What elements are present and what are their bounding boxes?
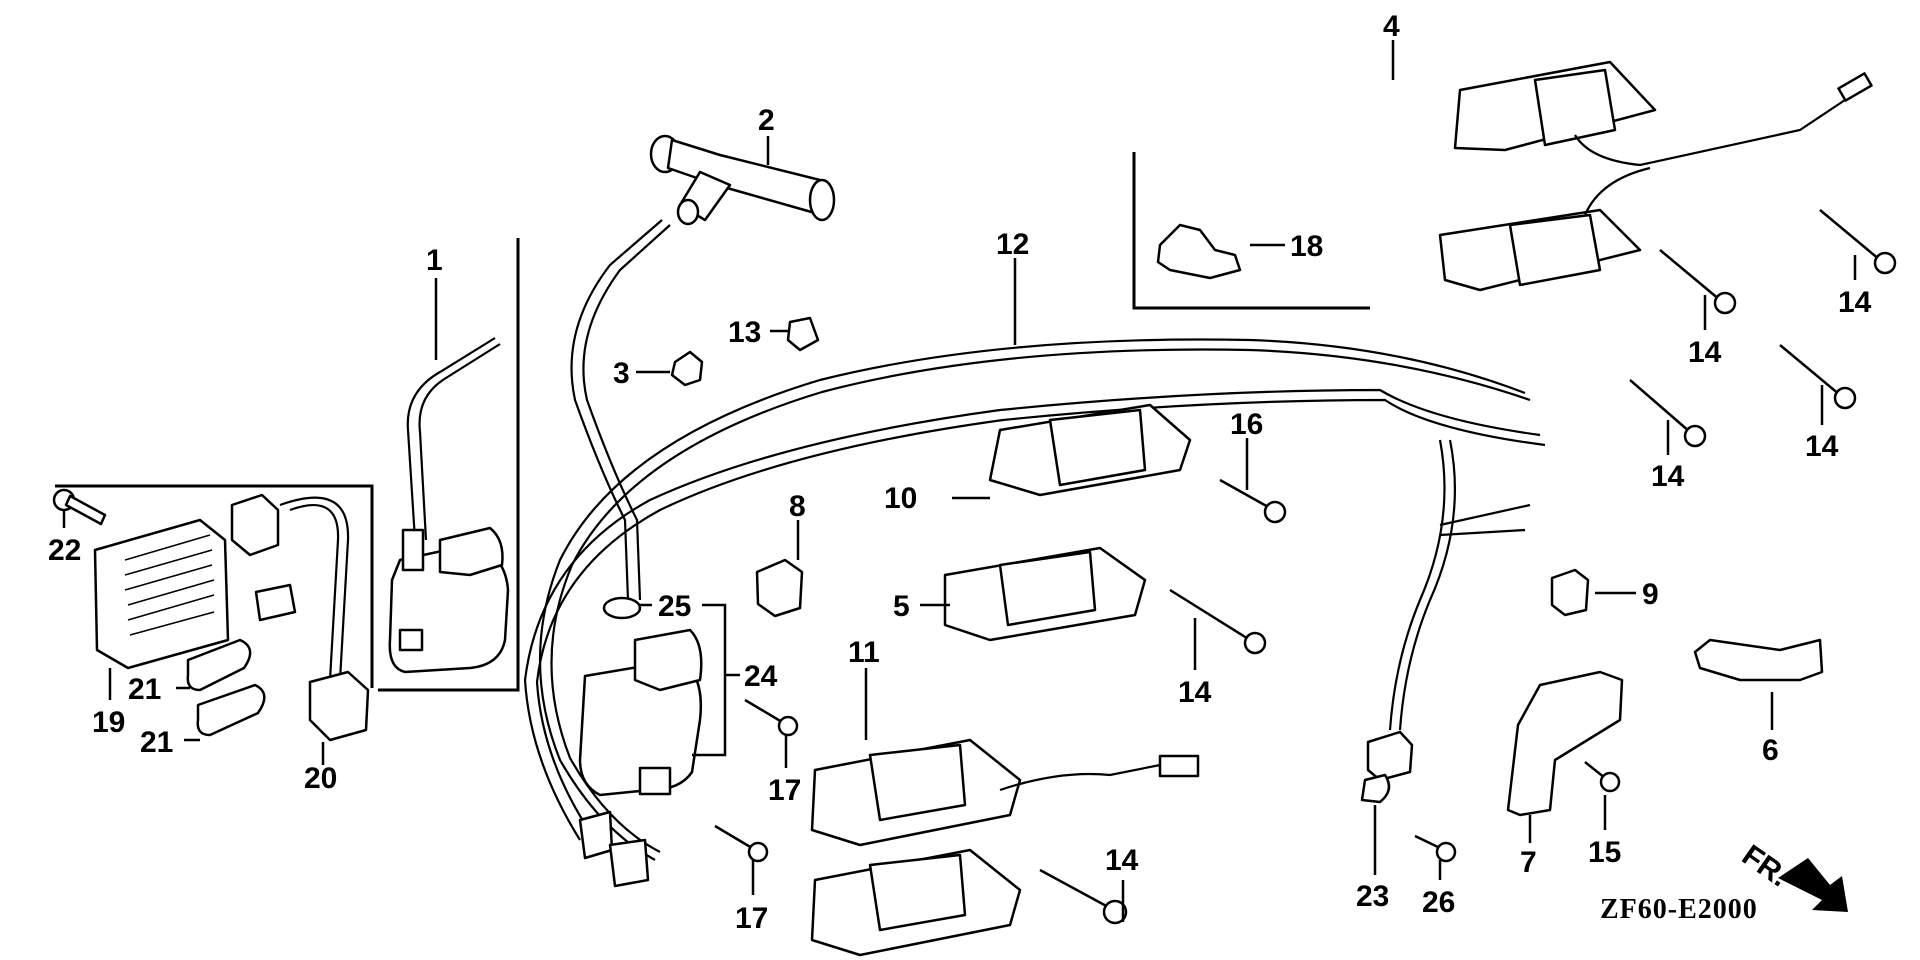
part-bolt-14e[interactable] — [1169, 588, 1267, 655]
callout-labels: 1 2 3 4 5 6 7 8 9 10 11 12 13 14 14 14 1… — [48, 10, 1872, 935]
part-bolt-17a[interactable] — [744, 698, 799, 737]
part-bolt-26[interactable] — [1414, 834, 1457, 863]
callout-14d[interactable]: 14 — [1651, 460, 1685, 493]
callout-10[interactable]: 10 — [884, 482, 917, 515]
part-exciter-coil-11[interactable] — [810, 738, 1200, 957]
part-grommet-8[interactable] — [755, 558, 804, 618]
callout-11[interactable]: 11 — [848, 636, 880, 669]
callout-12[interactable]: 12 — [996, 228, 1029, 261]
callout-1[interactable]: 1 — [426, 244, 443, 277]
part-ignition-coil[interactable] — [388, 337, 510, 674]
callout-23[interactable]: 23 — [1356, 880, 1389, 913]
part-spark-plug-cap[interactable] — [649, 134, 836, 226]
part-bolt-16[interactable] — [1219, 478, 1287, 524]
callout-14a[interactable]: 14 — [1838, 286, 1872, 319]
callout-17b[interactable]: 17 — [735, 902, 768, 935]
part-exciter-coil-5[interactable] — [943, 546, 1147, 642]
callout-9[interactable]: 9 — [1642, 578, 1659, 611]
callout-13[interactable]: 13 — [728, 316, 761, 349]
callout-20[interactable]: 20 — [304, 762, 337, 795]
callout-4[interactable]: 4 — [1383, 10, 1400, 43]
callout-14b[interactable]: 14 — [1688, 336, 1722, 369]
part-ground-terminal-23[interactable] — [1360, 730, 1414, 804]
part-exciter-coil-10[interactable] — [988, 403, 1192, 497]
part-bolt-14f[interactable] — [1039, 868, 1128, 925]
callout-21a[interactable]: 21 — [128, 673, 161, 706]
frame-clip-group — [1132, 152, 1370, 310]
part-bolt-14a[interactable] — [1819, 209, 1897, 275]
callout-2[interactable]: 2 — [758, 104, 775, 137]
bolts — [714, 209, 1897, 925]
callout-25[interactable]: 25 — [658, 590, 691, 623]
part-bracket-7[interactable] — [1506, 670, 1624, 817]
part-bolt-14d[interactable] — [1629, 379, 1707, 448]
part-clamps-21[interactable] — [186, 638, 266, 737]
part-clip-3[interactable] — [670, 350, 704, 387]
callout-21b[interactable]: 21 — [140, 726, 173, 759]
group-frames — [55, 152, 1370, 692]
fr-label: FR. — [1736, 839, 1795, 894]
part-bolt-14c[interactable] — [1779, 344, 1857, 410]
frame-regulator-group — [55, 484, 374, 688]
callout-17a[interactable]: 17 — [768, 774, 801, 807]
callout-26[interactable]: 26 — [1422, 886, 1455, 919]
callout-22[interactable]: 22 — [48, 534, 81, 567]
callout-3[interactable]: 3 — [613, 357, 630, 390]
part-grommet-9[interactable] — [1550, 568, 1590, 617]
drawing-code: ZF60-E2000 — [1600, 894, 1758, 925]
part-bolt-15[interactable] — [1584, 761, 1621, 793]
part-bracket-6[interactable] — [1693, 638, 1824, 682]
callout-8[interactable]: 8 — [789, 490, 806, 523]
part-clip-13[interactable] — [786, 316, 820, 352]
callout-24[interactable]: 24 — [744, 660, 778, 693]
callout-18[interactable]: 18 — [1290, 230, 1323, 263]
part-clip-18[interactable] — [1156, 223, 1242, 280]
part-wire-harness-20[interactable] — [230, 493, 370, 742]
part-charge-coil-4[interactable] — [1438, 60, 1873, 292]
callout-15[interactable]: 15 — [1588, 836, 1621, 869]
frame-ignition-coil-group — [378, 238, 520, 692]
wires-harness — [523, 219, 1546, 861]
leader-lines — [62, 40, 1857, 922]
callout-5[interactable]: 5 — [893, 590, 910, 623]
callout-16[interactable]: 16 — [1230, 408, 1263, 441]
part-bolt-17b[interactable] — [714, 824, 769, 863]
front-arrow-icon — [1778, 858, 1848, 912]
part-cdi-unit[interactable] — [578, 596, 703, 888]
part-bolt-22[interactable] — [52, 488, 107, 526]
callout-14f[interactable]: 14 — [1105, 844, 1139, 877]
callout-14e[interactable]: 14 — [1178, 676, 1212, 709]
callout-6[interactable]: 6 — [1762, 734, 1779, 767]
callout-19[interactable]: 19 — [92, 706, 125, 739]
callout-7[interactable]: 7 — [1520, 846, 1537, 879]
part-regulator-rectifier[interactable] — [93, 518, 230, 670]
callout-14c[interactable]: 14 — [1805, 430, 1839, 463]
part-bolt-14b[interactable] — [1659, 249, 1737, 315]
